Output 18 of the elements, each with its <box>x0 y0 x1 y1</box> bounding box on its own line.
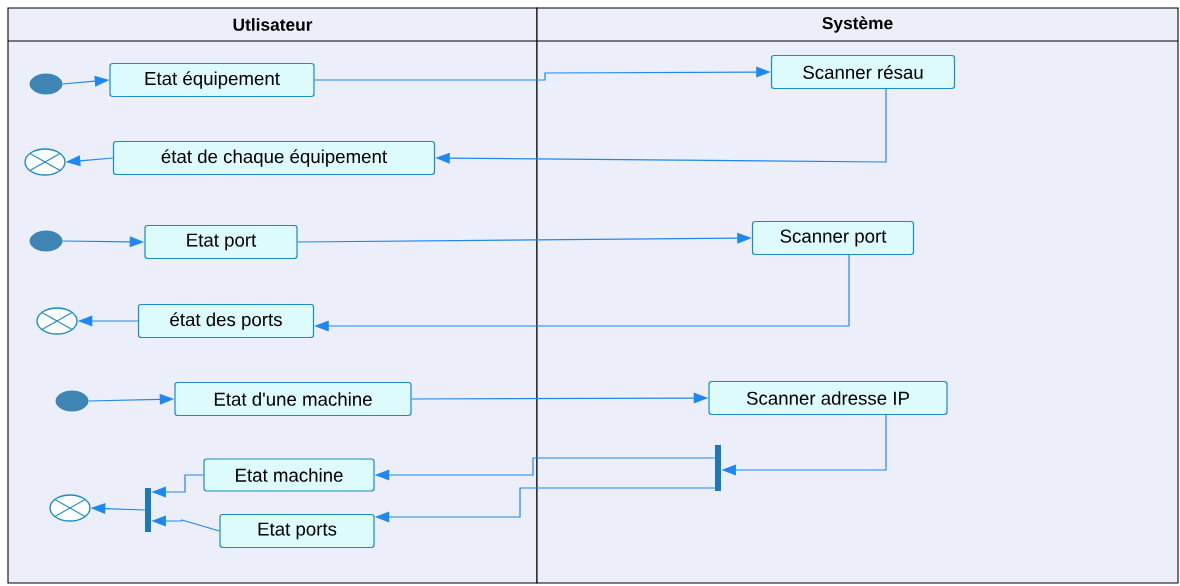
action-box: Etat ports <box>219 513 375 549</box>
flow-final-node <box>49 494 91 522</box>
action-box: Scanner port <box>751 220 915 256</box>
flow-final-node <box>36 307 78 335</box>
start-node <box>55 390 89 412</box>
action-box: Scanner adresse IP <box>708 380 948 416</box>
action-box: état de chaque équipement <box>112 140 436 176</box>
action-box: Etat machine <box>203 458 375 492</box>
start-node <box>29 73 63 95</box>
sync-bar <box>145 488 151 532</box>
action-box: Etat équipement <box>109 62 315 98</box>
start-node <box>29 230 63 252</box>
action-box: Scanner résau <box>770 54 956 90</box>
sync-bar <box>715 445 721 491</box>
action-box: état des ports <box>137 303 315 339</box>
action-box: Etat d'une machine <box>174 381 412 417</box>
action-box: Etat port <box>144 224 298 260</box>
flow-final-node <box>24 148 66 176</box>
